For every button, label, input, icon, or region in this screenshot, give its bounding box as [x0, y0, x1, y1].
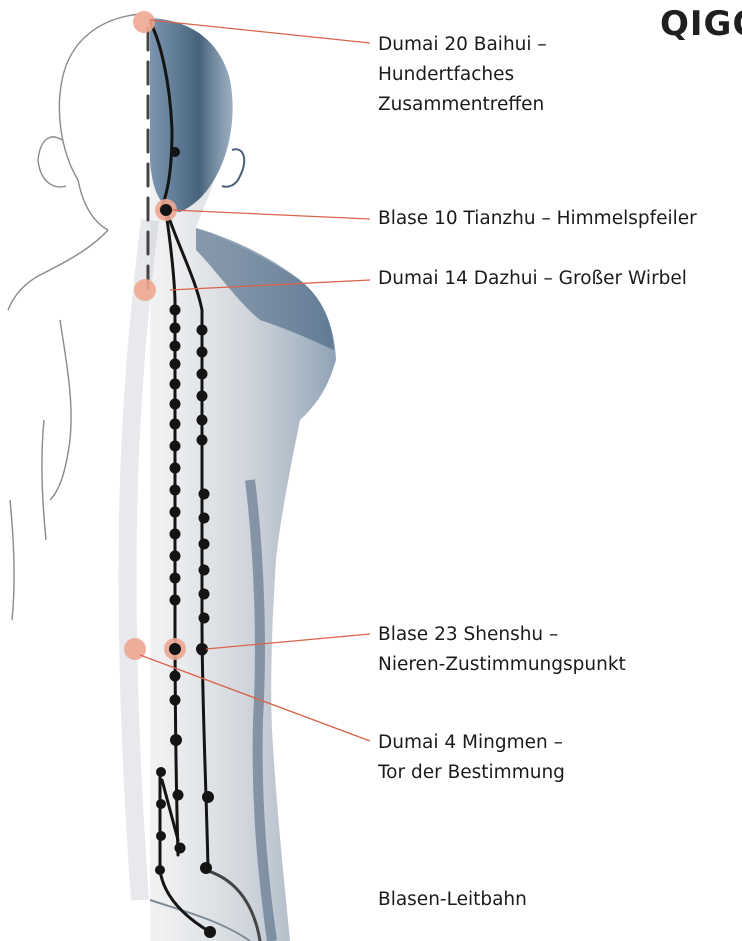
- label-blase-10: Blase 10 Tianzhu – Himmelspfeiler: [378, 204, 697, 234]
- leader-line-blase-10: [172, 210, 370, 219]
- label-blase-23: Blase 23 Shenshu – Nieren-Zustimmungspun…: [378, 620, 626, 680]
- marker-dumai-14: [134, 279, 156, 301]
- marker-dumai-20: [133, 11, 155, 33]
- label-dumai-4: Dumai 4 Mingmen – Tor der Bestimmung: [378, 728, 565, 788]
- page-title: QIGO: [660, 4, 742, 44]
- label-dumai-14: Dumai 14 Dazhui – Großer Wirbel: [378, 264, 687, 294]
- label-blasen-leitbahn: Blasen-Leitbahn: [378, 885, 527, 915]
- label-dumai-20: Dumai 20 Baihui – Hundertfaches Zusammen…: [378, 30, 547, 120]
